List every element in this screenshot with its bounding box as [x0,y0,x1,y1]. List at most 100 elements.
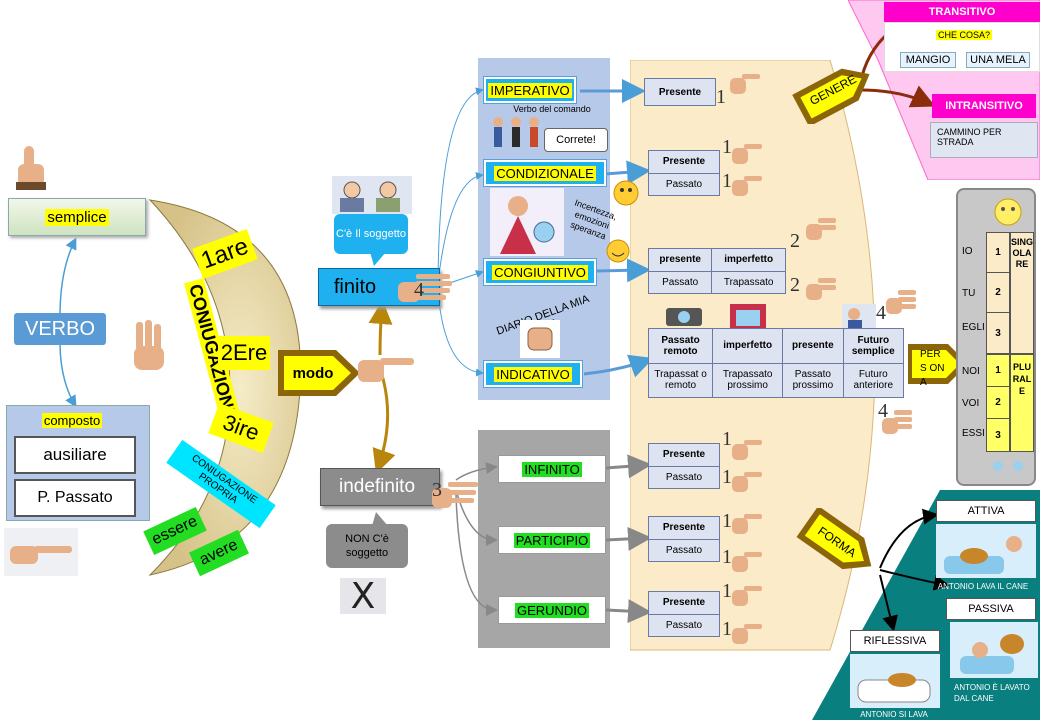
tense-cell: Futuro semplice [842,328,905,364]
pronoun-label: EGLI [962,322,985,333]
correte-bubble: Correte! [544,128,608,152]
callout-tail [370,252,386,266]
part-count-2: 1 [722,546,732,568]
condizionale-tense-table: Presente Passato [648,150,720,196]
hand-icon [732,176,762,196]
persona-number: 2 [987,273,1009,313]
runners-icon [493,117,539,147]
infinito-tense-table: Presente Passato [648,443,720,489]
una-mela-box: UNA MELA [966,52,1030,68]
pronoun-label: IO [962,246,973,257]
cong-count-2: 2 [790,274,800,296]
pronoun-label: ESSI [962,428,985,439]
tense-cell: Futuro anteriore [842,362,905,398]
congiuntivo-button[interactable]: CONGIUNTIVO [483,258,597,286]
plural-cells: 1 2 3 [986,354,1010,452]
camera-icon [666,308,702,326]
semplice-box: semplice [8,198,146,236]
inf-count-1: 1 [722,428,732,450]
singolare-label: SINGOLARE [1010,232,1034,354]
tense-cell: Presente [648,516,720,540]
indefinito-box [320,468,440,506]
imperativo-tense-table: Presente [644,78,716,106]
confused-face-icon [613,180,639,206]
tense-cell: Passato [648,613,720,637]
hand-icon [732,472,762,492]
pronoun-column: IO TU EGLI NOI VOI ESSI [962,232,985,450]
hand-icon [732,586,762,606]
composto-label-box: composto [36,410,108,430]
attiva-image [936,524,1036,578]
three-fingers-hand-icon [134,320,164,370]
attiva-box: ATTIVA [936,500,1036,522]
tense-cell: Trapassat o remoto [647,362,714,398]
imperativo-count: 1 [716,86,726,108]
verbo-box: VERBO [14,313,106,345]
verbo-label: VERBO [24,317,96,340]
ausiliare-label: ausiliare [43,445,107,464]
persona-number: 3 [995,327,1001,339]
tense-cell: Presente [648,591,720,615]
indefinito-count: 3 [432,479,442,501]
tense-cell: Presente [644,78,716,106]
pointing-hand-modo-icon [358,358,414,382]
ind-count-2: 4 [878,400,888,422]
condizionale-button[interactable]: CONDIZIONALE [483,159,607,187]
ger-count-1: 1 [722,580,732,602]
no-subject-x-icon: X [340,576,386,617]
pointing-hand-icon [4,528,78,576]
callout-tail-gray [372,512,388,526]
tense-cell: presente [782,328,844,364]
conjugation-2-label: 2Ere [218,336,270,370]
participio-tense-table: Presente Passato [648,516,720,562]
people-icon [993,461,1023,471]
imperativo-button[interactable]: IMPERATIVO [483,76,577,104]
pronoun-label: NOI [962,366,980,377]
finito-count: 4 [414,279,424,301]
pronoun-label: VOI [962,398,980,409]
fortune-teller-icon [490,188,564,256]
infinito-button[interactable]: INFINITO [498,455,606,483]
participio-button[interactable]: PARTICIPIO [498,526,606,554]
hand-icon [886,290,916,314]
hand-icon [732,144,762,164]
hand-icon [732,624,762,644]
indefinito-label: indefinito [338,476,416,497]
sun-face-icon [994,198,1022,226]
riflessiva-caption: ANTONIO SI LAVA [860,710,928,719]
participio-passato-label: P. Passato [37,489,113,506]
tense-cell: Passato [647,270,713,294]
hand-icon [732,552,762,572]
participio-passato-box: P. Passato [14,479,136,517]
indicativo-button[interactable]: INDICATIVO [483,360,583,388]
intransitivo-header: INTRANSITIVO [932,94,1036,118]
tense-cell: Passato remoto [647,328,714,364]
finito-label: finito [333,275,377,298]
forma-arrow [796,508,872,570]
persona-number: 1 [987,233,1009,273]
cong-count-1: 2 [790,230,800,252]
gerundio-button[interactable]: GERUNDIO [498,596,606,624]
tense-cell: Trapassato [711,270,786,294]
riflessiva-box: RIFLESSIVA [850,630,940,652]
tense-cell: imperfetto [711,248,786,272]
tense-cell: imperfetto [712,328,784,364]
ausiliare-box: ausiliare [14,436,136,474]
hand-icon [882,410,912,434]
cond-count-2: 1 [722,170,732,192]
hand-icon [732,514,762,534]
persona-label: PERS ONA [920,349,945,388]
ger-count-2: 1 [722,618,732,640]
attiva-caption: ANTONIO LAVA IL CANE [937,581,1029,591]
hand-icon [806,278,836,300]
modo-arrow [278,350,360,396]
three-fingers-indef-hand-icon [432,482,478,508]
composto-label: composto [41,412,103,428]
persona-number: 3 [995,429,1001,441]
thumbs-up-icon [16,146,46,190]
passiva-image [950,622,1038,678]
semplice-label: semplice [45,208,109,226]
cond-count-1: 1 [722,136,732,158]
passiva-box: PASSIVA [946,598,1036,620]
